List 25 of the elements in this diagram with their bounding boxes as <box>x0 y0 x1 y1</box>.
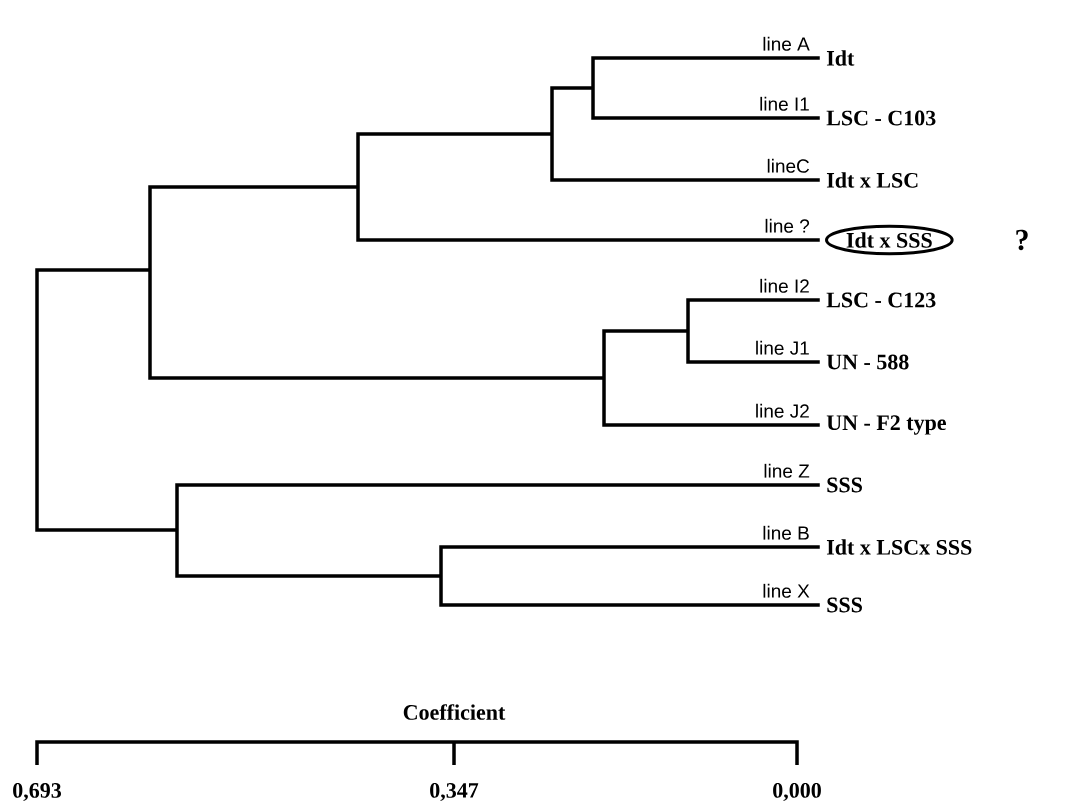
leaf-label: UN - F2 type <box>826 415 946 435</box>
leaf-label: Idt x LSCx SSS <box>826 539 972 555</box>
leaf-label: LSC - C123 <box>826 292 936 308</box>
leaf-label: Idt x LSC <box>826 172 918 188</box>
branch-label: line ? <box>765 218 810 233</box>
leaf-label: SSS <box>827 477 862 493</box>
tick-label: 0,000 <box>773 783 821 802</box>
branch-label: line Z <box>764 463 810 478</box>
branch-label: line X <box>763 583 810 598</box>
leaf-label: UN - 588 <box>826 354 909 370</box>
branch-label: line I2 <box>760 278 809 293</box>
tick-label: 0,347 <box>430 783 479 802</box>
branch-label: lineC <box>767 158 810 173</box>
axis-title: Coefficient <box>403 704 506 720</box>
tick-label: 0,693 <box>13 783 61 802</box>
branch-label: line J2 <box>756 403 809 418</box>
leaf-label: Idt <box>826 50 855 66</box>
circled-label: Idt x SSS <box>825 224 954 256</box>
branch-label: line B <box>763 525 809 540</box>
leaf-label: SSS <box>827 597 862 613</box>
question-mark: ? <box>1016 229 1028 251</box>
branch-label: line J1 <box>756 340 809 355</box>
branch-label: line I1 <box>760 96 809 111</box>
branch-label: line A <box>763 36 810 51</box>
leaf-label: LSC - C103 <box>826 110 936 126</box>
